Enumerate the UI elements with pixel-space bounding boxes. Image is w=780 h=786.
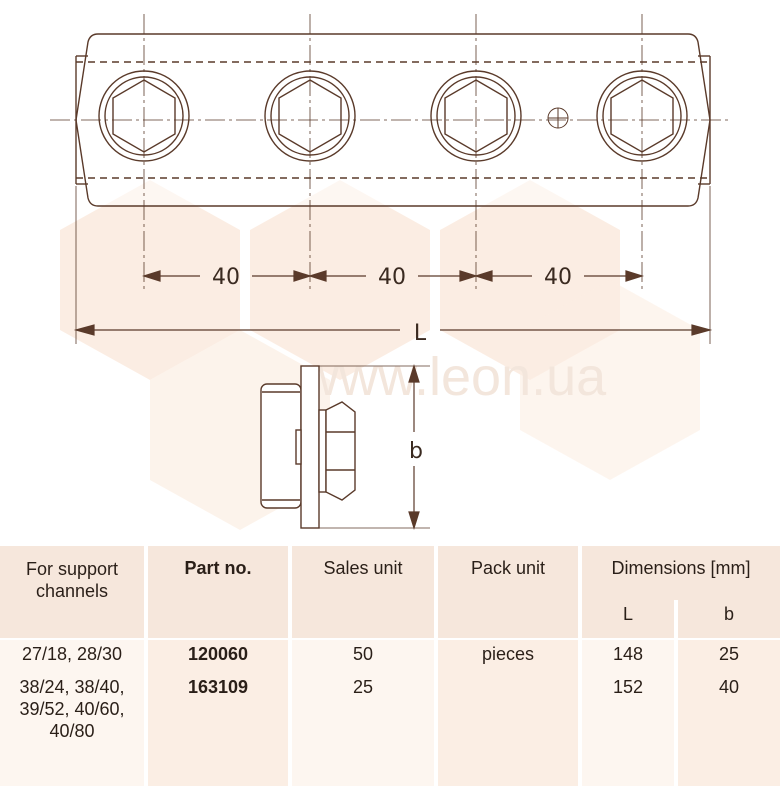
height-dimension bbox=[319, 363, 430, 531]
spacing-label-2: 40 bbox=[378, 265, 406, 290]
length-dimension bbox=[73, 186, 713, 344]
cell-pack-unit bbox=[434, 674, 580, 786]
watermark-text: www.leon.ua bbox=[299, 347, 607, 407]
cell-dim-b: 40 bbox=[674, 674, 780, 786]
cell-dim-L: 152 bbox=[578, 674, 676, 786]
cell-dim-L: 148 bbox=[578, 638, 676, 674]
cell-support-channels: 27/18, 28/30 bbox=[0, 638, 146, 674]
table-row: 27/18, 28/30 120060 50 pieces 148 25 bbox=[0, 638, 780, 674]
header-part-no: Part no. bbox=[144, 546, 290, 639]
cell-sales-unit: 50 bbox=[288, 638, 436, 674]
spec-table: For support channels Part no. Sales unit… bbox=[0, 546, 780, 786]
header-dim-b: b bbox=[674, 600, 780, 639]
cell-pack-unit: pieces bbox=[434, 638, 580, 674]
length-label: L bbox=[414, 321, 427, 346]
header-support-channels: For support channels bbox=[0, 546, 146, 639]
header-sales-unit: Sales unit bbox=[288, 546, 436, 639]
header-pack-unit: Pack unit bbox=[434, 546, 580, 639]
hex-nut-3 bbox=[430, 14, 522, 290]
hex-nut-4 bbox=[596, 14, 688, 290]
spacing-label-1: 40 bbox=[212, 265, 240, 290]
header-dim-L: L bbox=[578, 600, 676, 639]
cell-part-no: 120060 bbox=[144, 638, 290, 674]
cell-support-channels: 38/24, 38/40, 39/52, 40/60, 40/80 bbox=[0, 674, 146, 786]
hex-nut-1 bbox=[98, 14, 190, 290]
height-label: b bbox=[409, 439, 423, 464]
cell-dim-b: 25 bbox=[674, 638, 780, 674]
rail-top-view bbox=[50, 33, 730, 207]
cell-sales-unit: 25 bbox=[288, 674, 436, 786]
rail-side-view bbox=[260, 365, 356, 529]
table-row: 38/24, 38/40, 39/52, 40/60, 40/80 163109… bbox=[0, 674, 780, 786]
spacing-dimensions bbox=[141, 270, 645, 282]
spacing-label-3: 40 bbox=[544, 265, 572, 290]
hex-nut-2 bbox=[264, 14, 356, 290]
header-dimensions: Dimensions [mm] bbox=[578, 546, 780, 600]
technical-drawing: www.leon.ua bbox=[50, 14, 730, 531]
stamp-mark bbox=[547, 107, 569, 129]
cell-part-no: 163109 bbox=[144, 674, 290, 786]
